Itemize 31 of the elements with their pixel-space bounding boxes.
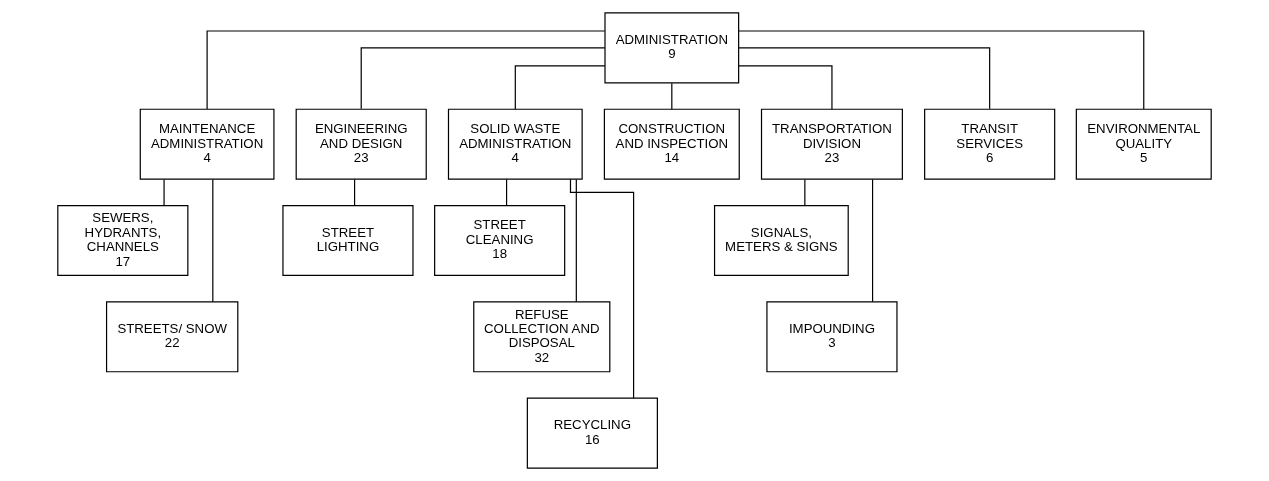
connector [671, 82, 673, 110]
node-box: CONSTRUCTION AND INSPECTION 14 [603, 108, 740, 180]
node-box: REFUSE COLLECTION AND DISPOSAL 32 [473, 301, 611, 373]
node-box: RECYCLING 16 [526, 397, 658, 469]
connector [354, 178, 356, 207]
connector [212, 178, 214, 303]
connector [505, 178, 508, 207]
node-box: STREET CLEANING 18 [434, 205, 566, 276]
node-box: IMPOUNDING 3 [766, 301, 898, 373]
connector [738, 65, 833, 110]
connector [514, 65, 606, 110]
node-box: MAINTENANCE ADMINISTRATION 4 [139, 108, 275, 180]
connector [804, 178, 806, 207]
node-box: TRANSIT SERVICES 6 [924, 108, 1056, 180]
node-box: SEWERS, HYDRANTS, CHANNELS 17 [57, 205, 189, 276]
connector [360, 47, 606, 110]
node-box: SIGNALS, METERS & SIGNS [713, 205, 849, 276]
node-box: ADMINISTRATION 9 [604, 12, 740, 84]
connector [738, 30, 1145, 110]
node-box: TRANSPORTATION DIVISION 23 [760, 108, 903, 180]
node-box: SOLID WASTE ADMINISTRATION 4 [447, 108, 583, 180]
node-box: ENVIRONMENTAL QUALITY 5 [1075, 108, 1212, 180]
node-box: STREETS/ SNOW 22 [106, 301, 239, 373]
connector [569, 178, 635, 399]
connector [738, 47, 991, 110]
connector [872, 178, 874, 303]
connector [163, 178, 165, 207]
node-box: ENGINEERING AND DESIGN 23 [295, 108, 427, 180]
connector [575, 178, 577, 303]
connector [206, 30, 606, 110]
node-box: STREET LIGHTING [282, 205, 414, 276]
